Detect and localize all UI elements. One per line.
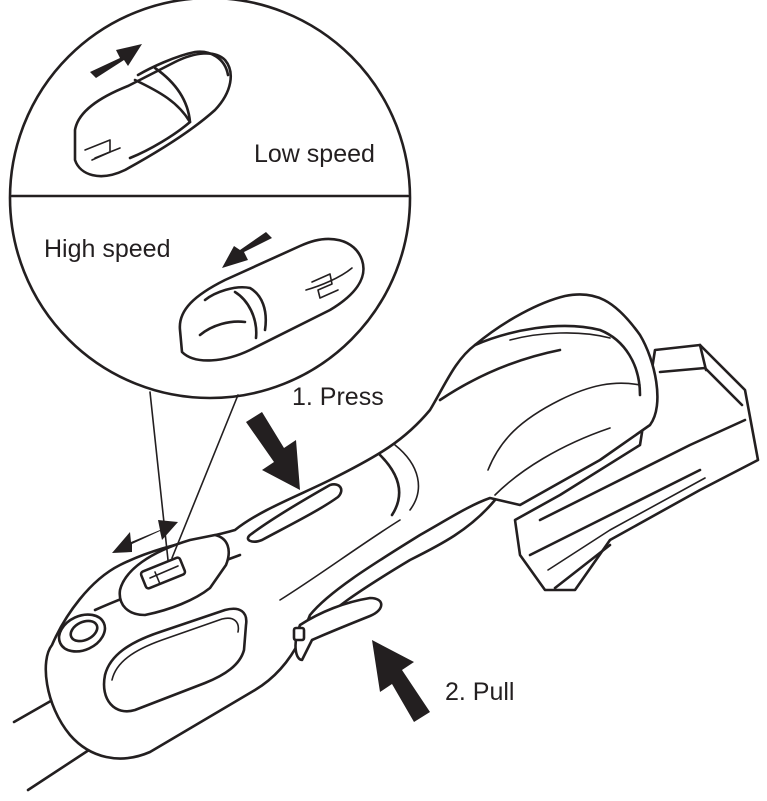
low-speed-label: Low speed (254, 140, 375, 168)
detail-magnifier: Low speed High speed (8, 0, 412, 561)
pointer-arrow-icon (90, 44, 272, 268)
high-speed-label: High speed (44, 235, 170, 263)
speed-switch-high-icon (178, 237, 365, 362)
step-press-label: 1. Press (292, 383, 384, 411)
pull-arrow-icon (372, 640, 430, 722)
battery-pack (513, 343, 760, 592)
double-arrow-icon (112, 520, 178, 553)
step-pull-label: 2. Pull (445, 678, 514, 706)
tool-housing (44, 293, 659, 760)
speed-switch-low-icon (73, 50, 233, 178)
press-arrow-icon (246, 412, 300, 490)
